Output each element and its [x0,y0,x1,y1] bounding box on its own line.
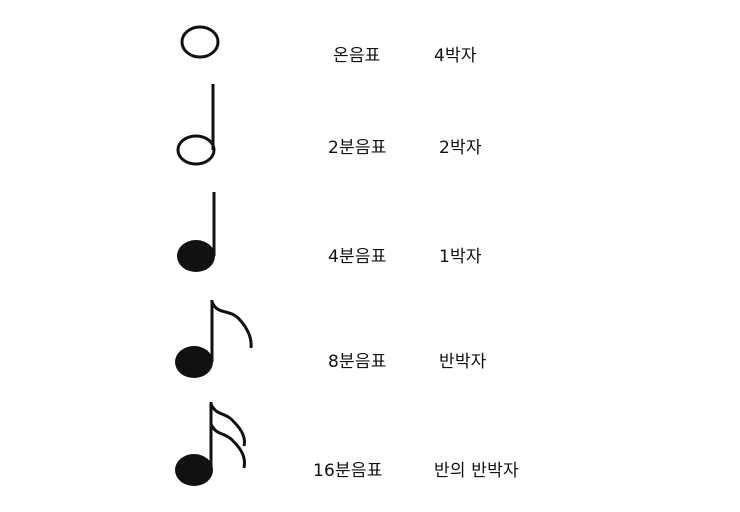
note-name: 2분음표 [328,138,387,158]
note-beats: 2박자 [439,138,482,158]
note-name: 온음표 [333,46,381,66]
note-beats: 4박자 [434,46,477,66]
note-beats: 반박자 [439,352,487,372]
half-note-icon [176,84,216,166]
quarter-note-icon [177,192,216,272]
note-name: 16분음표 [313,461,383,481]
note-beats: 반의 반박자 [434,461,519,481]
note-name: 8분음표 [328,352,387,372]
whole-note-icon [180,25,220,59]
sixteenth-note-icon [175,402,246,486]
note-name: 4분음표 [328,247,387,267]
note-beats: 1박자 [439,247,482,267]
eighth-note-icon [175,300,253,378]
